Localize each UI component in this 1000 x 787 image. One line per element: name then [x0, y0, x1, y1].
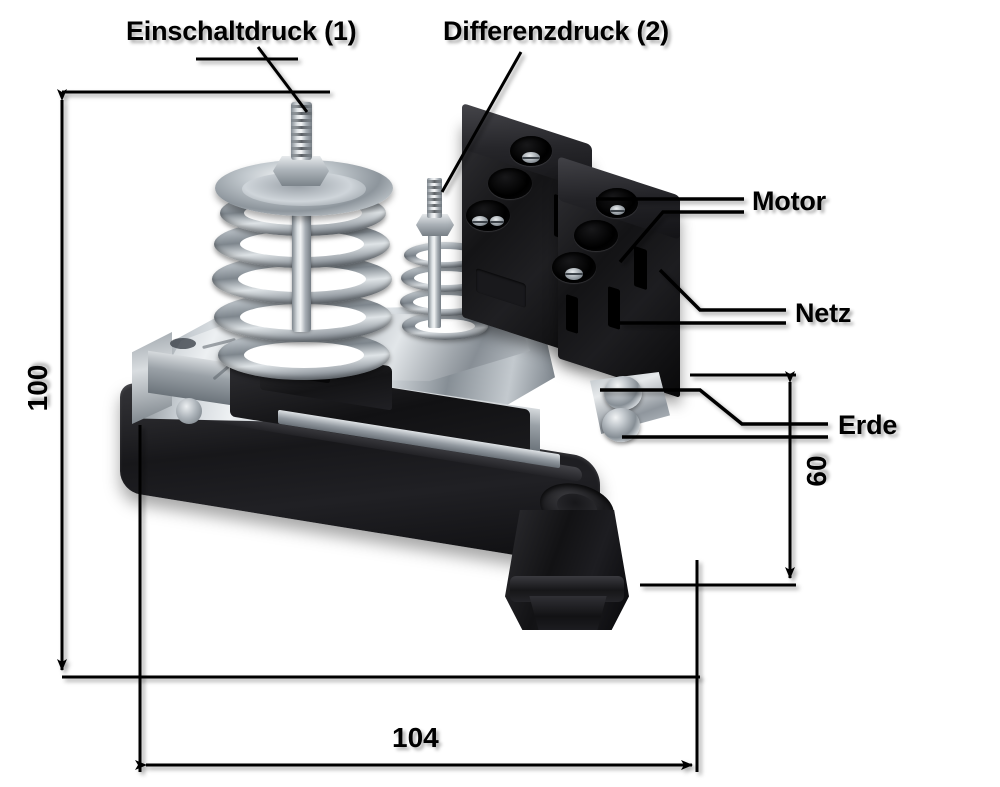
chassis-screw: [176, 398, 202, 424]
terminal-port: [574, 220, 618, 251]
dimension-line-60: [640, 371, 796, 587]
label-netz: Netz: [795, 298, 852, 328]
terminal-port: [510, 136, 552, 166]
terminal-port: [488, 168, 532, 199]
dimension-text-104: 104: [392, 722, 439, 753]
label-motor: Motor: [752, 186, 826, 216]
cable-gland-cap: [529, 596, 607, 630]
leader-erde: [600, 388, 828, 439]
leader-differenzdruck: [440, 51, 523, 193]
product-photo-pressure-switch: [110, 80, 730, 680]
dimension-line-100: [57, 89, 700, 679]
differential-hex-nut: [416, 214, 454, 236]
label-einschaltdruck: Einschaltdruck (1): [126, 16, 357, 46]
adjustment-screw-differenzdruck: [427, 178, 442, 218]
earth-screw-upper: [604, 376, 642, 410]
label-differenzdruck: Differenzdruck (2): [443, 16, 669, 46]
leader-einschaltdruck: [196, 46, 309, 113]
label-erde: Erde: [838, 410, 898, 440]
leader-netz: [620, 268, 786, 325]
adjustment-hex-nut: [273, 156, 329, 186]
terminal-port: [596, 188, 638, 218]
leader-motor: [596, 197, 744, 264]
terminal-port: [552, 252, 596, 283]
spring-coil-gap: [244, 342, 364, 368]
chassis-hole: [170, 338, 196, 349]
dimension-text-60: 60: [801, 455, 832, 487]
terminal-port: [466, 200, 510, 231]
dimension-line-104: [135, 425, 699, 772]
dimension-text-100: 100: [22, 364, 53, 412]
